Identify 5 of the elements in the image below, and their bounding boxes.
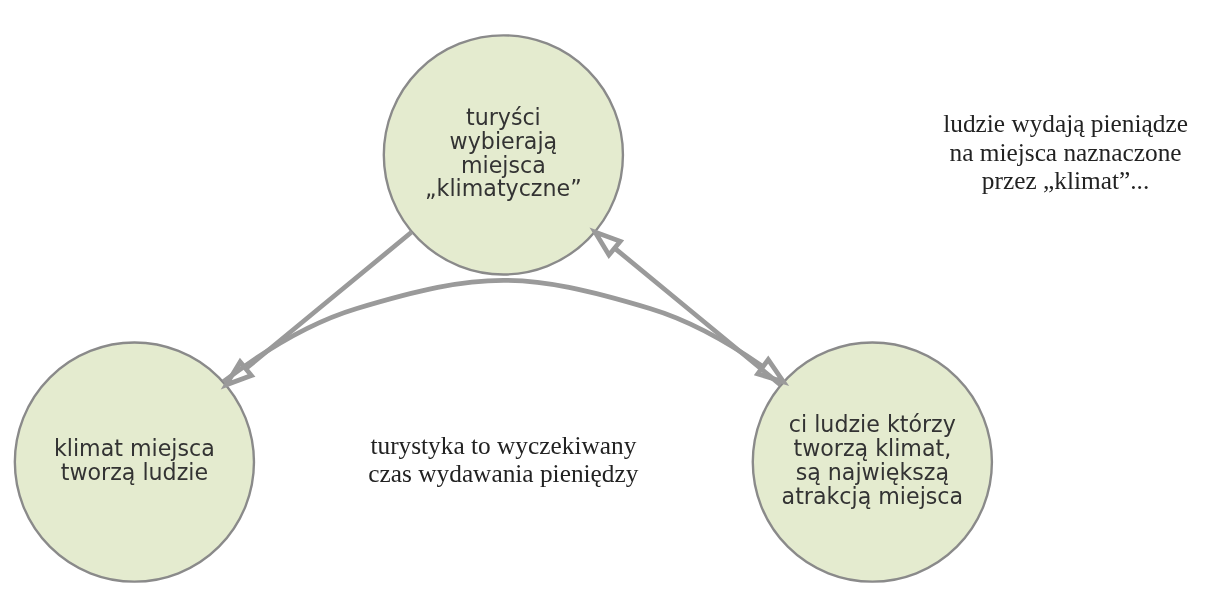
label: ludzie wydają pieniądze na miejsca naznaczone przez „klimat”... <box>943 108 1188 194</box>
label: turystyka to wyczekiwany czas wydawania pieniędzy <box>368 430 639 487</box>
arrow <box>221 277 790 386</box>
arrow <box>220 229 414 389</box>
arrow <box>589 226 782 387</box>
